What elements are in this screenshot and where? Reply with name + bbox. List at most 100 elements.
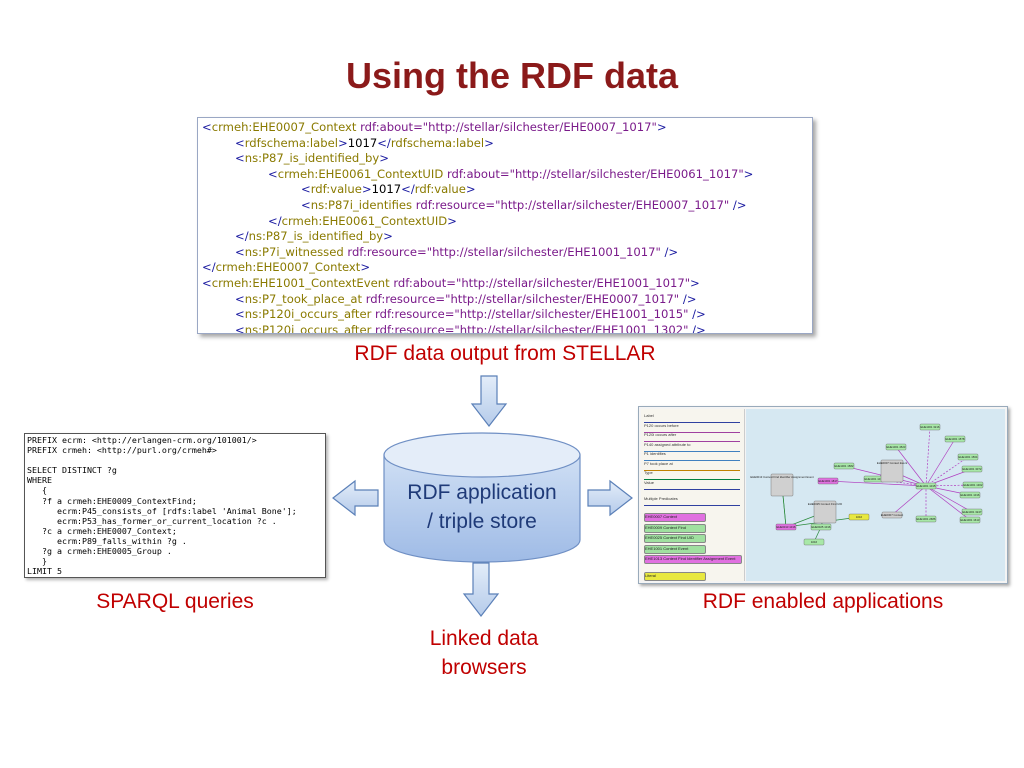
xml-token: rdf:value bbox=[414, 182, 466, 197]
graph-node bbox=[915, 482, 937, 490]
sparql-caption: SPARQL queries bbox=[96, 590, 254, 613]
graph-node bbox=[961, 508, 983, 516]
app-class-badge: EHE0025 Context Find UID bbox=[644, 534, 706, 543]
xml-token: crmeh:EHE0007_Context bbox=[215, 260, 361, 275]
graph-node bbox=[770, 473, 794, 497]
app-legend-item: Value bbox=[644, 480, 740, 490]
xml-token: crmeh:EHE1001_ContextEvent bbox=[211, 275, 390, 290]
xml-token: /> bbox=[729, 197, 747, 212]
xml-token: < bbox=[301, 197, 311, 212]
graph-node-label: EHE1001 1015 bbox=[917, 484, 936, 488]
graph-node bbox=[959, 516, 981, 524]
graph-edge bbox=[925, 438, 956, 487]
sparql-line: PREFIX crmeh: <http://purl.org/crmeh#> bbox=[27, 445, 217, 456]
xml-token: ns:P120i_occurs_after bbox=[244, 322, 372, 334]
app-legend-label: Value bbox=[644, 479, 654, 485]
xml-token: /> bbox=[679, 291, 697, 306]
app-class-badge: EHE1013 Context Find Identifier Assignme… bbox=[644, 555, 742, 564]
graph-node-label: EHE1001 1564 bbox=[959, 455, 978, 459]
app-class-label: Literal bbox=[645, 573, 656, 578]
graph-node bbox=[881, 511, 903, 519]
graph-node-label: EHE1001 1578 bbox=[946, 437, 965, 441]
app-class-badge: Literal bbox=[644, 572, 706, 581]
xml-token: ns:P120i_occurs_after bbox=[244, 307, 372, 322]
graph-edge bbox=[925, 485, 973, 513]
xml-token: < bbox=[235, 151, 245, 166]
graph-node-label: EHE0007 Context bbox=[881, 513, 904, 517]
xml-line: <crmeh:EHE0061_ContextUID rdf:about="htt… bbox=[202, 167, 808, 183]
graph-node-label: EHE1001 1817 bbox=[819, 479, 838, 483]
app-legend-label: P1 identifies bbox=[644, 451, 666, 456]
xml-token: < bbox=[301, 182, 311, 197]
sparql-line: SELECT DISTINCT ?g bbox=[27, 465, 117, 476]
xml-token: rdfschema:label bbox=[390, 135, 485, 150]
rdf-xml-output: <crmeh:EHE0007_Context rdf:about="http:/… bbox=[197, 117, 813, 334]
graph-node bbox=[915, 515, 937, 523]
xml-token: > bbox=[484, 135, 494, 150]
sparql-line: ecrm:P53_has_former_or_current_location … bbox=[27, 515, 277, 526]
xml-token: ns:P7_took_place_at bbox=[244, 291, 363, 306]
xml-line: <ns:P120i_occurs_after rdf:resource="htt… bbox=[202, 307, 808, 323]
xml-token: "http://stellar/silchester/EHE0007_1017" bbox=[422, 120, 657, 134]
xml-token: crmeh:EHE0007_Context bbox=[211, 120, 357, 134]
xml-line: </crmeh:EHE0061_ContextUID> bbox=[202, 214, 808, 230]
sparql-line: ?g a crmeh:EHE0005_Group . bbox=[27, 546, 172, 557]
graph-node bbox=[817, 477, 839, 485]
graph-node bbox=[775, 523, 797, 531]
app-legend-item: P1 identifies bbox=[644, 451, 740, 461]
xml-token: > bbox=[465, 182, 476, 197]
app-legend-label: P7 took place at bbox=[644, 460, 673, 466]
app-legend-item: P120i occurs after bbox=[644, 432, 740, 442]
graph-node-label: EHE1001 1582 bbox=[835, 464, 854, 468]
apps-caption: RDF enabled applications bbox=[702, 590, 944, 613]
app-class-badge: No Type bbox=[644, 582, 706, 583]
graph-node bbox=[880, 459, 904, 483]
xml-token: rdf:resource= bbox=[371, 322, 455, 334]
app-legend-label: P140 assigned attribute to bbox=[644, 441, 691, 447]
app-legend-item: Type bbox=[644, 470, 740, 480]
store-label-line-1: RDF application bbox=[407, 481, 557, 504]
xml-token: ns:P87_is_identified_by bbox=[248, 229, 384, 244]
graph-node-label: EHE1001 1017 bbox=[865, 477, 884, 481]
xml-token: crmeh:EHE0061_ContextUID bbox=[277, 166, 444, 181]
xml-token: rdf:value bbox=[310, 182, 362, 197]
xml-line: <ns:P87i_identifies rdf:resource="http:/… bbox=[202, 198, 808, 214]
xml-token: > bbox=[383, 229, 393, 244]
xml-token: > bbox=[656, 120, 667, 134]
xml-token: < bbox=[268, 166, 278, 181]
xml-token: </ bbox=[202, 260, 216, 275]
graph-node-label: EHE0007 Context Event bbox=[877, 461, 908, 465]
sparql-query-box: PREFIX ecrm: <http://erlangen-crm.org/10… bbox=[24, 433, 326, 578]
graph-node bbox=[848, 513, 870, 521]
xml-token: rdfschema:label bbox=[244, 135, 338, 150]
graph-node bbox=[885, 443, 907, 451]
app-class-label: EHE1001 Context Event bbox=[645, 545, 689, 551]
xml-token: "http://stellar/silchester/EHE0061_1017" bbox=[509, 166, 744, 181]
xml-token: </ bbox=[401, 182, 415, 197]
graph-node bbox=[957, 453, 979, 461]
app-class-badge: EHE0007 Context bbox=[644, 513, 706, 522]
graph-node-label: 1016 bbox=[856, 515, 863, 519]
xml-token: "http://stellar/silchester/EHE0007_1017" bbox=[495, 197, 730, 212]
xml-line: <ns:P120i_occurs_after rdf:resource="htt… bbox=[202, 322, 808, 334]
graph-node-label: EHE1001 1302 bbox=[964, 483, 983, 487]
xml-token: > bbox=[337, 135, 348, 150]
xml-token: rdf:resource= bbox=[412, 197, 496, 212]
xml-token: crmeh:EHE0061_ContextUID bbox=[281, 213, 448, 228]
app-legend-label: Type bbox=[644, 470, 653, 475]
graph-node-label: 1016 bbox=[811, 540, 818, 544]
sparql-line: ?f a crmeh:EHE0009_ContextFind; bbox=[27, 495, 197, 506]
graph-node-label: EHE1001 3216 bbox=[921, 425, 940, 429]
arrow-left-to-sparql bbox=[332, 479, 379, 517]
xml-token: > bbox=[360, 260, 371, 275]
graph-node-label: EHE0013 Context Find Identifier Assignme… bbox=[750, 475, 813, 479]
xml-line: <ns:P7i_witnessed rdf:resource="http://s… bbox=[202, 245, 808, 261]
sparql-line: ecrm:P45_consists_of [rdfs:label 'Animal… bbox=[27, 505, 297, 516]
graph-node bbox=[813, 500, 837, 524]
graph-node-label: EHE0025 Context Find UID bbox=[808, 502, 842, 506]
graph-node bbox=[962, 481, 984, 489]
sparql-line: LIMIT 5 bbox=[27, 566, 62, 577]
sparql-line: } bbox=[27, 556, 47, 567]
